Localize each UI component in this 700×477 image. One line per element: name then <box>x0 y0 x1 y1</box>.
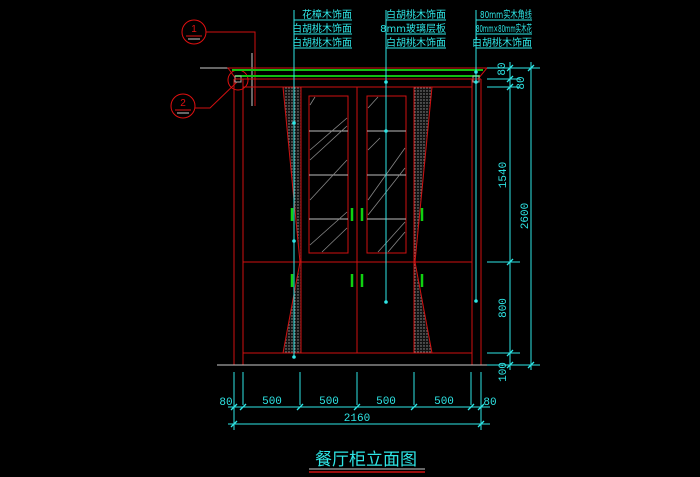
svg-text:白胡桃木饰面: 白胡桃木饰面 <box>386 8 446 21</box>
svg-text:白胡桃木饰面: 白胡桃木饰面 <box>472 36 532 49</box>
svg-text:白胡桃木饰面: 白胡桃木饰面 <box>292 22 352 35</box>
svg-text:500: 500 <box>319 396 339 408</box>
curtain-right <box>413 86 433 354</box>
drawing-title: 餐厅柜立面图 <box>315 450 417 470</box>
svg-text:1540: 1540 <box>498 162 510 188</box>
svg-text:80: 80 <box>219 397 232 409</box>
svg-text:白胡桃木饰面: 白胡桃木饰面 <box>292 36 352 49</box>
svg-text:500: 500 <box>434 396 454 408</box>
cornice <box>200 67 489 83</box>
svg-text:1: 1 <box>191 24 197 35</box>
glass-shelves <box>309 96 406 253</box>
material-labels-left: 花樟木饰面 白胡桃木饰面 白胡桃木饰面 <box>292 8 352 359</box>
cabinet-body <box>233 78 482 365</box>
svg-text:500: 500 <box>376 396 396 408</box>
svg-text:80mm实木角线: 80mm实木角线 <box>480 8 532 21</box>
svg-text:白胡桃木饰面: 白胡桃木饰面 <box>386 36 446 49</box>
svg-text:800: 800 <box>498 298 510 318</box>
dimension-texts-right: 80 80 1540 800 100 2600 <box>497 62 532 382</box>
svg-text:80: 80 <box>516 76 528 89</box>
svg-text:80: 80 <box>497 62 509 75</box>
svg-text:8mm玻璃层板: 8mm玻璃层板 <box>380 22 446 35</box>
callout-2: 2 <box>170 69 249 119</box>
material-labels-middle: 白胡桃木饰面 8mm玻璃层板 白胡桃木饰面 <box>380 8 446 304</box>
dimensions-bottom <box>228 372 490 430</box>
svg-text:100: 100 <box>498 362 510 382</box>
dimension-texts-bottom: 80 500 500 500 500 80 2160 <box>219 396 496 425</box>
door-handles <box>290 208 424 287</box>
svg-text:花樟木饰面: 花樟木饰面 <box>302 8 352 21</box>
svg-text:2160: 2160 <box>344 413 370 425</box>
callout-1: 1 <box>181 19 256 106</box>
svg-text:80mm×80mm实木花: 80mm×80mm实木花 <box>476 22 532 35</box>
svg-text:500: 500 <box>262 396 282 408</box>
svg-text:80: 80 <box>483 397 496 409</box>
curtain-left <box>282 86 302 354</box>
material-labels-right: 80mm实木角线 80mm×80mm实木花 白胡桃木饰面 <box>472 8 532 303</box>
dimensions-right <box>487 62 540 370</box>
svg-text:2600: 2600 <box>520 203 532 229</box>
svg-text:2: 2 <box>180 98 186 109</box>
